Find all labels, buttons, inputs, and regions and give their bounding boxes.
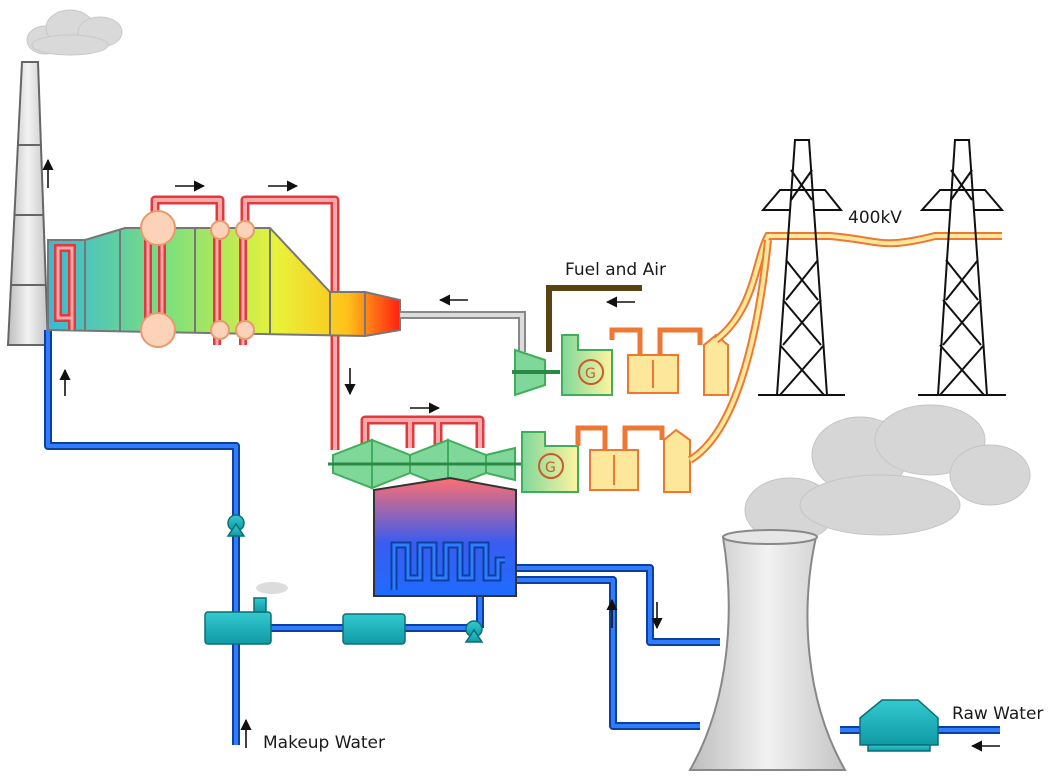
svg-text:G: G [585, 366, 596, 382]
steam-drums [140, 210, 255, 348]
gas-turbine-generator: G [561, 334, 613, 396]
fuel-pipe [546, 285, 642, 352]
svg-text:G: G [545, 460, 556, 476]
feedwater-pump-top [226, 514, 246, 537]
label-voltage: 400kV [848, 208, 902, 228]
heat-recovery-steam-generator [47, 227, 401, 338]
label-fuel-and-air: Fuel and Air [565, 260, 666, 280]
raw-water-pump [859, 699, 939, 752]
steam-cloud-large [744, 404, 1031, 543]
preheater-tank [342, 613, 406, 645]
vent-puff [256, 582, 288, 594]
steam-power-links [575, 425, 665, 450]
pylon-left [758, 139, 845, 396]
steam-turbine [328, 438, 530, 490]
chimney-stack [6, 61, 50, 346]
gas-turbine [512, 348, 560, 397]
label-makeup-water: Makeup Water [263, 733, 386, 753]
steam-transformer [589, 449, 639, 491]
smoke-cloud-small [26, 9, 123, 56]
deaerator-tank [204, 597, 272, 645]
transmission-lines [687, 232, 1002, 464]
condensate-pump [464, 620, 484, 643]
steam-switchgear [663, 428, 691, 493]
steam-turbine-generator: G [521, 431, 579, 493]
gas-transformer [627, 354, 679, 394]
label-raw-water: Raw Water [952, 704, 1044, 724]
gas-switchgear [703, 333, 729, 396]
exhaust-duct [400, 311, 526, 352]
pylon-right [918, 139, 1006, 396]
condenser-coil [390, 541, 505, 590]
cooling-tower [688, 529, 847, 771]
flow-arrows [42, 158, 1000, 752]
gas-power-links [609, 327, 703, 355]
